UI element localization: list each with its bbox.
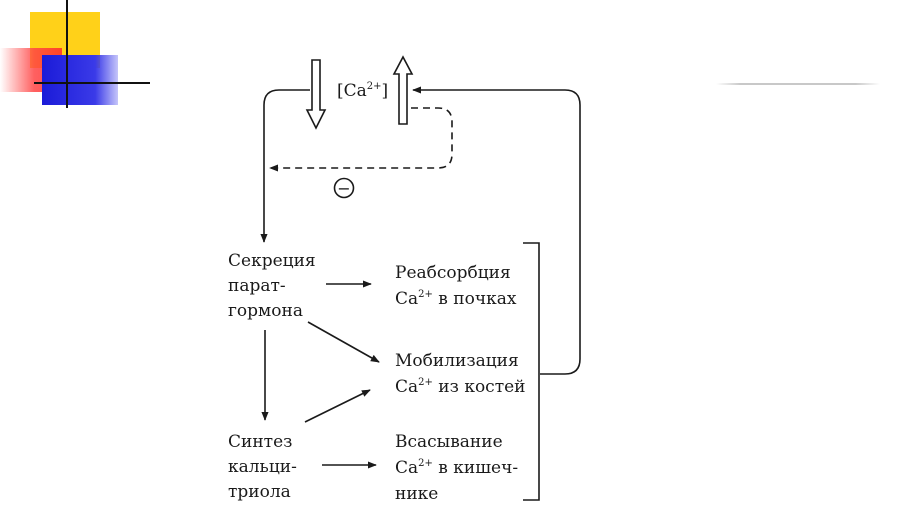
synthesis-label: Синтез кальци- триола — [228, 432, 302, 502]
svg-text:−: − — [337, 179, 350, 198]
level-to-secretion-arrow — [260, 89, 310, 243]
negative-feedback-dashed-arrow — [269, 107, 453, 172]
hollow-down-arrow — [305, 59, 327, 130]
decor-vertical-line — [66, 0, 68, 108]
decor-right-rule — [716, 83, 880, 85]
inhibition-symbol: − — [333, 177, 355, 199]
decor-horizontal-line — [34, 82, 150, 84]
reabsorption-label: Реабсорбция Ca2+ в почках — [395, 263, 517, 309]
secretion-to-mobilization-arrow — [307, 321, 380, 363]
hollow-up-arrow — [392, 55, 414, 125]
decor-blue-square — [42, 55, 118, 105]
secretion-label: Секреция парат- гормона — [228, 251, 321, 321]
bracket-to-level-arrow — [412, 86, 581, 375]
effects-bracket — [523, 242, 540, 501]
synthesis-to-mobilization-arrow — [304, 389, 371, 423]
absorption-label: Всасывание Ca2+ в кишеч- нике — [395, 432, 524, 504]
mobilization-label: Мобилизация Ca2+ из костей — [395, 351, 526, 397]
calcium-level-label: [Ca2+] — [337, 81, 388, 101]
